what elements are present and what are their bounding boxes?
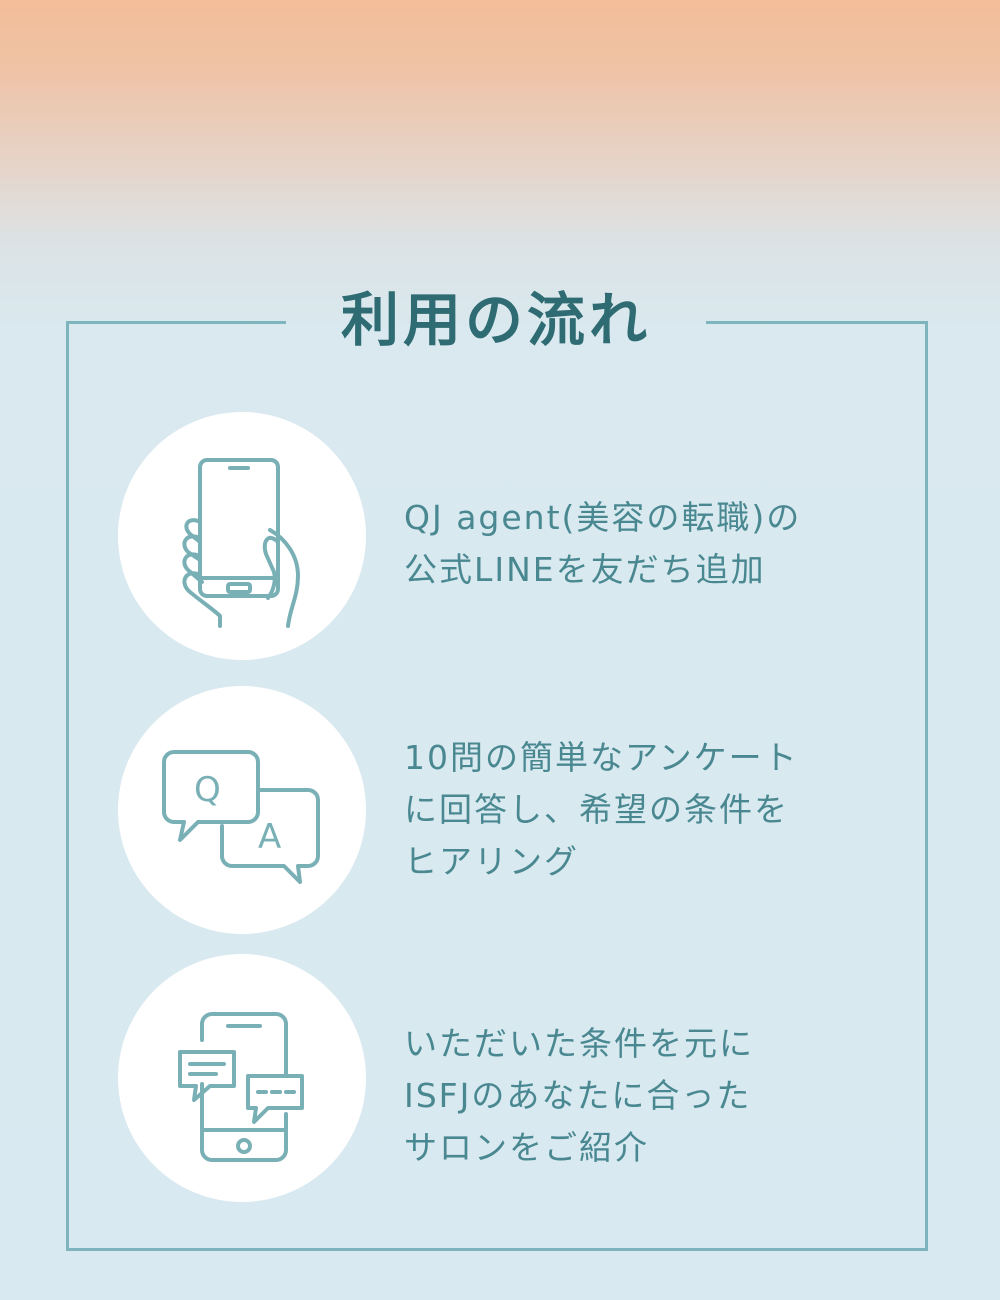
- section-title: 利用の流れ: [340, 286, 651, 354]
- step-1-circle: [118, 412, 366, 660]
- step-2-line-3: ヒアリング: [404, 842, 579, 881]
- step-3-line-1: いただいた条件を元に: [404, 1024, 754, 1063]
- step-3: いただいた条件を元に ISFJのあなたに合った サロンをご紹介: [118, 954, 918, 1202]
- flow-frame: [66, 321, 928, 1251]
- frame-top-right-line: [706, 321, 928, 324]
- frame-top-left-line: [66, 321, 286, 324]
- qa-chat-icon: Q A: [162, 750, 320, 884]
- step-2-line-1: 10問の簡単なアンケート: [404, 738, 799, 777]
- step-3-line-2: ISFJのあなたに合った: [404, 1076, 752, 1115]
- step-1: QJ agent(美容の転職)の 公式LINEを友だち追加: [118, 412, 918, 660]
- step-1-text: QJ agent(美容の転職)の 公式LINEを友だち追加: [404, 492, 874, 596]
- phone-chat-icon: [178, 1012, 304, 1162]
- qa-letter-q: Q: [194, 770, 221, 810]
- step-3-circle: [118, 954, 366, 1202]
- step-1-line-2: 公式LINEを友だち追加: [404, 550, 766, 589]
- step-3-text: いただいた条件を元に ISFJのあなたに合った サロンをご紹介: [404, 1018, 874, 1174]
- step-2-text: 10問の簡単なアンケート に回答し、希望の条件を ヒアリング: [404, 732, 874, 888]
- step-2: Q A 10問の簡単なアンケート に回答し、希望の条件を ヒアリング: [118, 686, 918, 934]
- qa-letter-a: A: [258, 817, 281, 857]
- step-2-line-2: に回答し、希望の条件を: [404, 790, 789, 829]
- smartphone-hand-icon: [182, 458, 300, 628]
- step-2-circle: Q A: [118, 686, 366, 934]
- step-3-line-3: サロンをご紹介: [404, 1128, 649, 1167]
- step-1-line-1: QJ agent(美容の転職)の: [404, 498, 802, 537]
